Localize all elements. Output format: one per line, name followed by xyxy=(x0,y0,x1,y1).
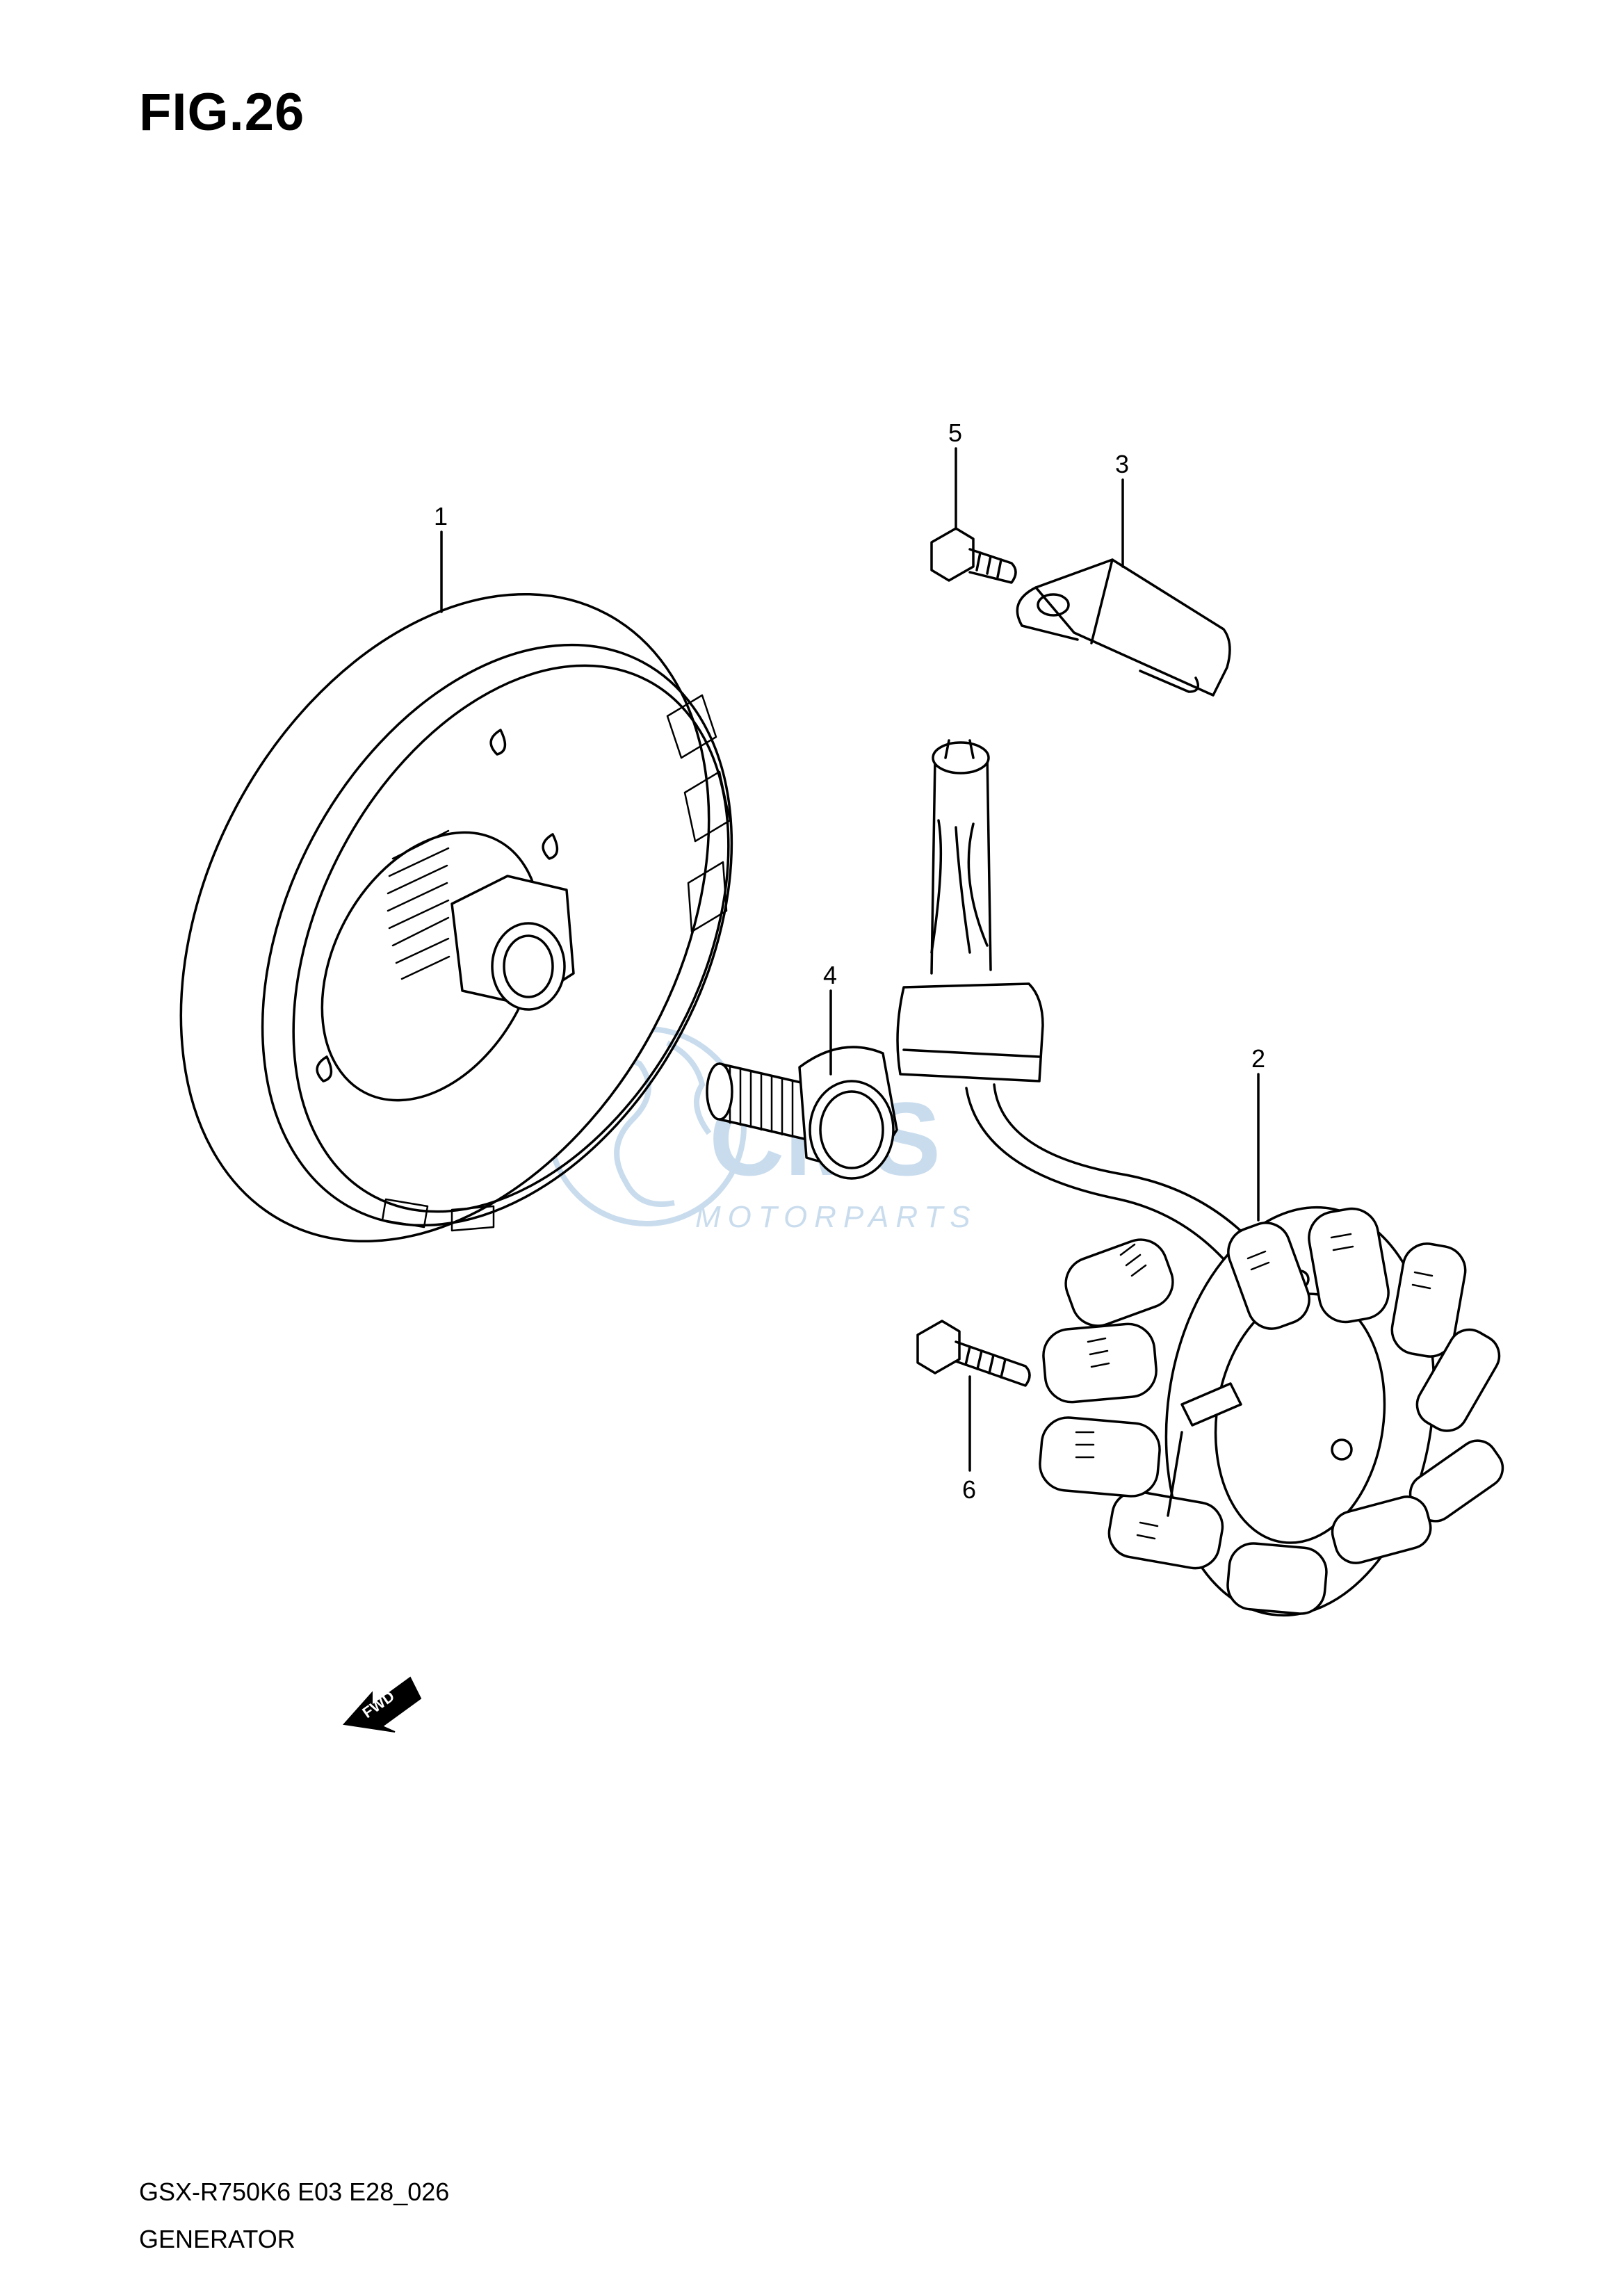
model-code-label: GSX-R750K6 E03 E28_026 xyxy=(139,2178,450,2206)
section-name-label: GENERATOR xyxy=(139,2225,295,2253)
callout-part-4: 4 xyxy=(823,961,837,989)
stator-bolt-6 xyxy=(916,1320,1031,1387)
callout-part-6: 6 xyxy=(962,1475,976,1504)
callout-part-3: 3 xyxy=(1115,450,1129,478)
figure-title: FIG.26 xyxy=(139,83,305,142)
bolt-5 xyxy=(930,527,1017,584)
rotor-bolt-4 xyxy=(706,1046,898,1180)
fwd-arrow-icon: FWD xyxy=(343,1676,422,1733)
callout-part-5: 5 xyxy=(948,419,962,447)
callout-part-1: 1 xyxy=(434,502,448,530)
stator-2 xyxy=(896,739,1504,1617)
callout-part-2: 2 xyxy=(1251,1044,1265,1073)
wire-clamp-3 xyxy=(1016,558,1231,697)
watermark-subtitle: MOTORPARTS xyxy=(695,1200,977,1234)
rotor-flywheel xyxy=(179,592,733,1243)
